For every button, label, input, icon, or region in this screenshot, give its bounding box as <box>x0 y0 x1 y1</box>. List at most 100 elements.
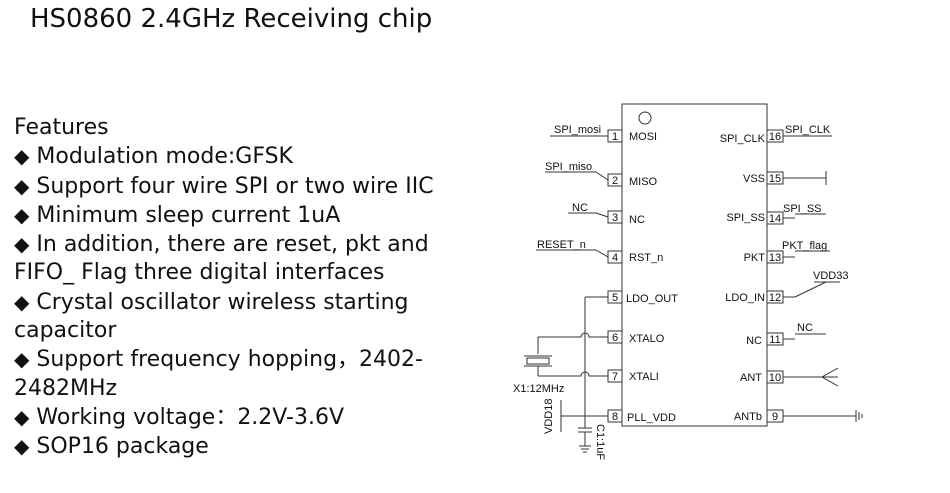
pin-name: MOSI <box>629 131 657 143</box>
pin-number: 3 <box>612 212 618 224</box>
vdd18-label: VDD18 <box>543 399 555 434</box>
pin-9: 9 ANTb <box>734 409 863 423</box>
pin-name: NC <box>746 335 762 347</box>
pin-name: LDO_IN <box>725 292 765 304</box>
pin-wire <box>794 281 827 298</box>
diamond-bullet-icon: ◆ <box>14 434 30 459</box>
pin-3: 3 NC NC <box>568 202 645 226</box>
pin-name: ANTb <box>734 411 762 423</box>
pin-name: PKT <box>744 252 766 264</box>
pin-name: NC <box>629 214 645 226</box>
left-pin-group: 1 MOSI SPI_mosi 2 MISO SPI_miso 3 NC NC … <box>536 124 678 432</box>
feature-item: ◆ Support four wire SPI or two wire IIC <box>14 172 484 201</box>
diamond-bullet-icon: ◆ <box>14 144 30 169</box>
feature-item: ◆ SOP16 package <box>14 432 484 461</box>
pin-number: 1 <box>612 131 618 143</box>
pin-number: 9 <box>772 411 778 423</box>
feature-item: ◆ Minimum sleep current 1uA <box>14 201 484 230</box>
net-label: SPI_mosi <box>554 124 601 136</box>
pin-name: RST_n <box>629 252 663 264</box>
pin-wire <box>595 249 609 258</box>
features-heading: Features <box>14 115 109 140</box>
feature-text: Minimum sleep current 1uA <box>36 202 341 228</box>
pin-number: 13 <box>769 252 781 264</box>
pin-13: 13 PKT PKT_flag <box>744 240 830 264</box>
diamond-bullet-icon: ◆ <box>14 404 30 429</box>
pin-number: 12 <box>769 292 781 304</box>
net-label: RESET_n <box>537 239 586 251</box>
net-label: SPI_CLK <box>785 124 831 136</box>
feature-item: ◆ Modulation mode:GFSK <box>14 142 484 171</box>
feature-text: Working voltage：2.2V-3.6V <box>36 404 345 430</box>
net-label: PKT_flag <box>782 240 827 252</box>
pin-number: 2 <box>612 175 618 187</box>
crystal-label: X1:12MHz <box>513 383 564 395</box>
diamond-bullet-icon: ◆ <box>14 202 30 227</box>
pin-name: SPI_SS <box>726 212 765 224</box>
pin-name: MISO <box>629 176 658 188</box>
pin-16: 16 SPI_CLK SPI_CLK <box>720 124 832 145</box>
pin-number: 15 <box>769 173 781 185</box>
net-label: NC <box>797 322 813 334</box>
pin-10: 10 ANT <box>740 367 839 387</box>
pin-wire <box>538 371 608 377</box>
feature-text: In addition, there are reset, pkt and FI… <box>14 232 429 286</box>
pin-number: 6 <box>612 332 618 344</box>
crystal-symbol: X1:12MHz <box>513 355 564 395</box>
pin1-marker-icon <box>638 111 652 125</box>
pin-number: 7 <box>612 371 618 383</box>
pin-number: 8 <box>612 411 618 423</box>
feature-item: ◆ Crystal oscillator wireless starting c… <box>14 288 484 346</box>
feature-text: SOP16 package <box>36 434 209 460</box>
feature-text: Support frequency hopping，2402-2482MHz <box>14 347 423 401</box>
crystal-body <box>526 357 550 365</box>
pin-12: 12 LDO_IN VDD33 <box>725 270 848 304</box>
feature-text: Crystal oscillator wireless starting cap… <box>14 289 409 344</box>
net-label: SPI_SS <box>783 203 822 215</box>
chip-body <box>621 103 768 427</box>
pin-14: 14 SPI_SS SPI_SS <box>726 203 826 225</box>
net-label: VDD33 <box>813 270 848 282</box>
capacitor-c1: C1:1uF <box>578 424 606 460</box>
pin-name: SPI_CLK <box>720 133 766 145</box>
feature-item: ◆ Working voltage：2.2V-3.6V <box>14 403 484 432</box>
feature-text: Modulation mode:GFSK <box>36 144 293 170</box>
pin-name: PLL_VDD <box>627 412 676 424</box>
pin-1: 1 MOSI SPI_mosi <box>550 124 657 143</box>
right-pin-group: 16 SPI_CLK SPI_CLK 15 VSS 14 SPI_SS SPI_… <box>720 124 863 423</box>
pin-2: 2 MISO SPI_miso <box>545 161 658 188</box>
diamond-bullet-icon: ◆ <box>14 347 30 372</box>
antenna-icon <box>820 367 839 387</box>
pin-number: 14 <box>769 213 781 225</box>
pin-number: 4 <box>612 252 618 264</box>
pin-5: 5 LDO_OUT <box>584 290 678 428</box>
pin-number: 11 <box>769 334 780 346</box>
pin-name: XTALI <box>629 371 659 383</box>
pin-number: 5 <box>612 292 618 304</box>
pin-wire <box>595 171 609 181</box>
diamond-bullet-icon: ◆ <box>14 289 30 314</box>
pin-number: 16 <box>769 131 781 143</box>
feature-item: ◆ Support frequency hopping，2402-2482MHz <box>14 345 484 403</box>
pin-wire <box>538 332 608 338</box>
feature-text: Support four wire SPI or two wire IIC <box>36 173 434 199</box>
pin-7: 7 XTALI <box>537 366 659 383</box>
pin-4: 4 RST_n RESET_n <box>536 239 663 264</box>
net-label: NC <box>572 202 588 214</box>
pin-6: 6 XTALO <box>537 330 665 354</box>
pin-8: 8 PLL_VDD <box>560 400 676 432</box>
feature-item: ◆ In addition, there are reset, pkt and … <box>14 230 484 288</box>
diamond-bullet-icon: ◆ <box>14 173 30 198</box>
cap-label: C1:1uF <box>594 424 606 460</box>
pin-name: XTALO <box>629 333 665 345</box>
net-label: SPI_miso <box>545 161 592 173</box>
pin-name: ANT <box>740 372 762 384</box>
pin-number: 10 <box>769 372 781 384</box>
pin-11: 11 NC NC <box>746 322 826 347</box>
page-title: HS0860 2.4GHz Receiving chip <box>30 4 433 34</box>
pin-wire <box>595 212 609 218</box>
pin-name: VSS <box>743 173 765 185</box>
diamond-bullet-icon: ◆ <box>14 232 30 257</box>
features-list: Features ◆ Modulation mode:GFSK ◆ Suppor… <box>14 114 484 462</box>
